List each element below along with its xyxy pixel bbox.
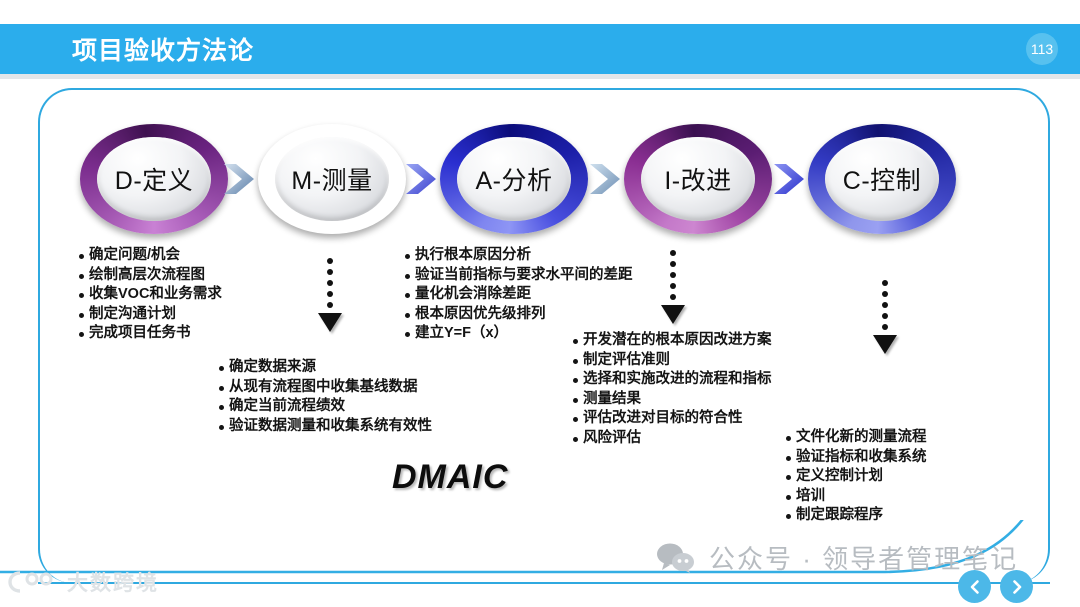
stage-circle-control[interactable]: C-控制	[808, 124, 956, 234]
wechat-watermark-text: 公众号 · 领导者管理笔记	[709, 544, 1019, 574]
bullet-list-improve: 开发潜在的根本原因改进方案 制定评估准则 选择和实施改进的流程和指标 测量结果 …	[572, 331, 772, 448]
list-item: 评估改进对目标的符合性	[572, 409, 772, 429]
list-item: 收集VOC和业务需求	[78, 285, 222, 305]
dotted-down-arrow-icon	[661, 250, 685, 324]
page-title: 项目验收方法论	[72, 37, 255, 65]
bullet-list-define: 确定问题/机会 绘制高层次流程图 收集VOC和业务需求 制定沟通计划 完成项目任…	[78, 246, 222, 344]
stage-inner-analyze: A-分析	[457, 137, 571, 221]
chevron-right-icon	[772, 162, 810, 196]
arrow-dot	[327, 280, 333, 286]
arrow-head	[661, 305, 685, 324]
content-frame-bottom-edge	[38, 582, 1050, 584]
next-slide-button[interactable]	[1000, 570, 1033, 603]
stage-circle-improve[interactable]: I-改进	[624, 124, 772, 234]
list-item: 建立Y=F（x）	[404, 324, 633, 344]
arrow-dot	[327, 302, 333, 308]
list-item: 选择和实施改进的流程和指标	[572, 370, 772, 390]
stage-label-define: D-定义	[114, 167, 194, 195]
stage-label-control: C-控制	[842, 167, 922, 195]
arrow-dot	[882, 313, 888, 319]
stage-inner-control: C-控制	[825, 137, 939, 221]
content-frame	[38, 88, 1050, 583]
list-item: 文件化新的测量流程	[785, 428, 927, 448]
list-item: 验证指标和收集系统	[785, 448, 927, 468]
list-item: 执行根本原因分析	[404, 246, 633, 266]
arrow-dot	[327, 269, 333, 275]
stage-circle-analyze[interactable]: A-分析	[440, 124, 588, 234]
wechat-watermark: 公众号 · 领导者管理笔记	[655, 539, 1018, 576]
list-item: 风险评估	[572, 429, 772, 449]
list-item: 制定跟踪程序	[785, 506, 927, 526]
dotted-down-arrow-icon	[318, 258, 342, 332]
bullet-list-control: 文件化新的测量流程 验证指标和收集系统 定义控制计划 培训 制定跟踪程序	[785, 428, 927, 526]
prev-slide-button[interactable]	[958, 570, 991, 603]
stage-circle-measure[interactable]: M-测量	[258, 124, 406, 234]
bigdata-logo-icon	[8, 571, 53, 593]
dmaic-wordmark: DMAIC	[392, 458, 509, 496]
list-item: 测量结果	[572, 390, 772, 410]
page-number-badge: 113	[1026, 33, 1058, 65]
footer-swoosh-decoration	[0, 520, 1024, 574]
list-item: 绘制高层次流程图	[78, 266, 222, 286]
list-item: 根本原因优先级排列	[404, 305, 633, 325]
arrow-dot	[670, 294, 676, 300]
stage-circle-define[interactable]: D-定义	[80, 124, 228, 234]
arrow-dot	[882, 280, 888, 286]
list-item: 确定问题/机会	[78, 246, 222, 266]
arrow-dot	[882, 291, 888, 297]
list-item: 制定评估准则	[572, 351, 772, 371]
stage-inner-define: D-定义	[97, 137, 211, 221]
list-item: 定义控制计划	[785, 467, 927, 487]
arrow-dot	[670, 283, 676, 289]
stage-label-improve: I-改进	[664, 167, 732, 195]
header-underline	[0, 74, 1080, 79]
header-bar: 项目验收方法论 113	[0, 24, 1080, 74]
list-item: 验证数据测量和收集系统有效性	[218, 417, 432, 437]
stage-inner-measure: M-测量	[275, 137, 389, 221]
list-item: 验证当前指标与要求水平间的差距	[404, 266, 633, 286]
arrow-head	[318, 313, 342, 332]
bullet-list-measure: 确定数据来源 从现有流程图中收集基线数据 确定当前流程绩效 验证数据测量和收集系…	[218, 358, 432, 436]
arrow-dot	[327, 258, 333, 264]
list-item: 培训	[785, 487, 927, 507]
chevron-right-icon	[222, 162, 260, 196]
arrow-dot	[882, 324, 888, 330]
list-item: 从现有流程图中收集基线数据	[218, 378, 432, 398]
chevron-right-icon	[1012, 579, 1021, 594]
dotted-down-arrow-icon	[873, 280, 897, 354]
list-item: 确定当前流程绩效	[218, 397, 432, 417]
wechat-icon	[657, 543, 694, 573]
arrow-dot	[327, 291, 333, 297]
list-item: 开发潜在的根本原因改进方案	[572, 331, 772, 351]
list-item: 确定数据来源	[218, 358, 432, 378]
stage-inner-improve: I-改进	[641, 137, 755, 221]
list-item: 量化机会消除差距	[404, 285, 633, 305]
arrow-dot	[670, 272, 676, 278]
chevron-left-icon	[970, 579, 979, 594]
arrow-dot	[882, 302, 888, 308]
arrow-dot	[670, 261, 676, 267]
arrow-head	[873, 335, 897, 354]
chevron-right-icon	[404, 162, 442, 196]
bigdata-watermark: 大数跨境	[8, 567, 159, 597]
stage-label-analyze: A-分析	[475, 167, 553, 195]
bullet-list-analyze: 执行根本原因分析 验证当前指标与要求水平间的差距 量化机会消除差距 根本原因优先…	[404, 246, 633, 344]
list-item: 制定沟通计划	[78, 305, 222, 325]
chevron-right-icon	[588, 162, 626, 196]
arrow-dot	[670, 250, 676, 256]
stage-label-measure: M-测量	[291, 167, 373, 195]
bigdata-watermark-text: 大数跨境	[67, 572, 159, 595]
list-item: 完成项目任务书	[78, 324, 222, 344]
